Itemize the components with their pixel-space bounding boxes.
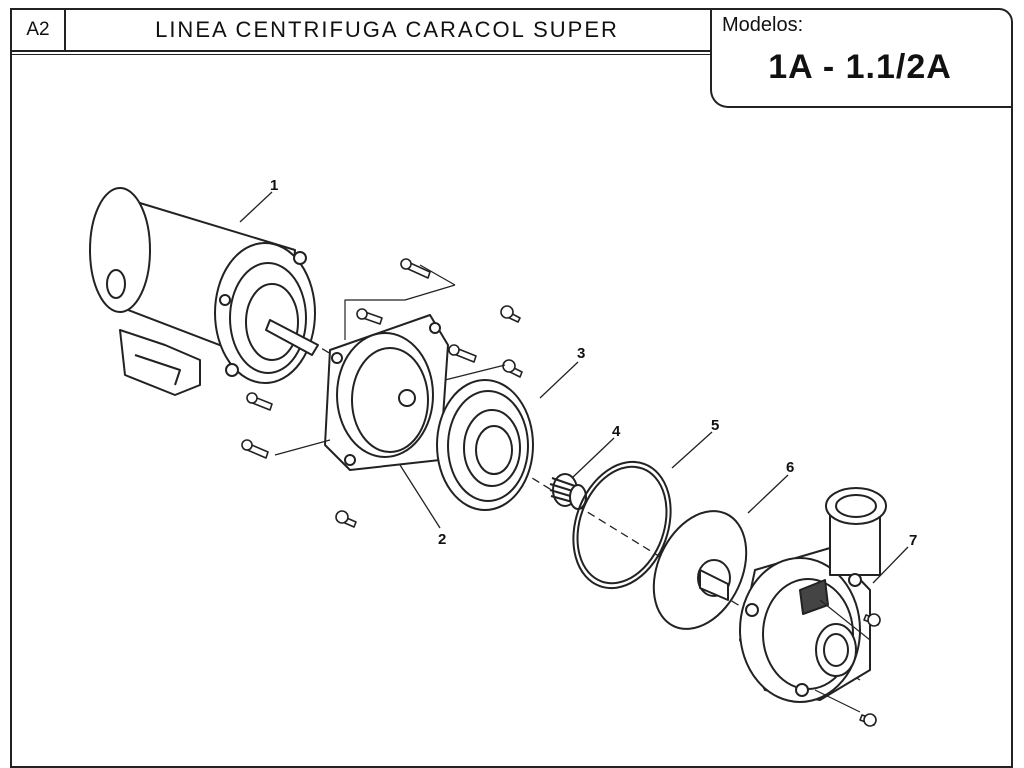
motor-part [89, 187, 319, 396]
sheet-code: A2 [12, 10, 66, 50]
part-number-1: 1 [270, 177, 278, 194]
drawing-title: LINEA CENTRIFUGA CARACOL SUPER [155, 17, 619, 42]
bolt-hardware [241, 258, 881, 727]
part-number-6: 6 [786, 459, 794, 476]
o-ring-part [572, 460, 672, 590]
mechanical-seal-part [549, 473, 587, 510]
title-divider [12, 50, 710, 52]
models-box [710, 8, 1013, 108]
exploded-view-diagram: 1 2 3 4 5 6 7 [89, 177, 917, 727]
part-leader-lines [239, 191, 909, 584]
models-label: Modelos: [722, 14, 804, 36]
part-number-5: 5 [711, 417, 719, 434]
models-value: 1A - 1.1/2A [768, 48, 952, 86]
pump-casing-part [739, 487, 887, 703]
part-number-2: 2 [438, 531, 446, 548]
bolt-leader-lines [274, 264, 871, 713]
impeller-part [652, 510, 748, 630]
part-number-3: 3 [577, 345, 585, 362]
title-divider-inner [12, 54, 710, 55]
part-number-4: 4 [612, 423, 621, 440]
adapter-bracket-part [324, 314, 449, 471]
part-number-7: 7 [909, 532, 917, 549]
seal-plate-part [436, 379, 534, 511]
